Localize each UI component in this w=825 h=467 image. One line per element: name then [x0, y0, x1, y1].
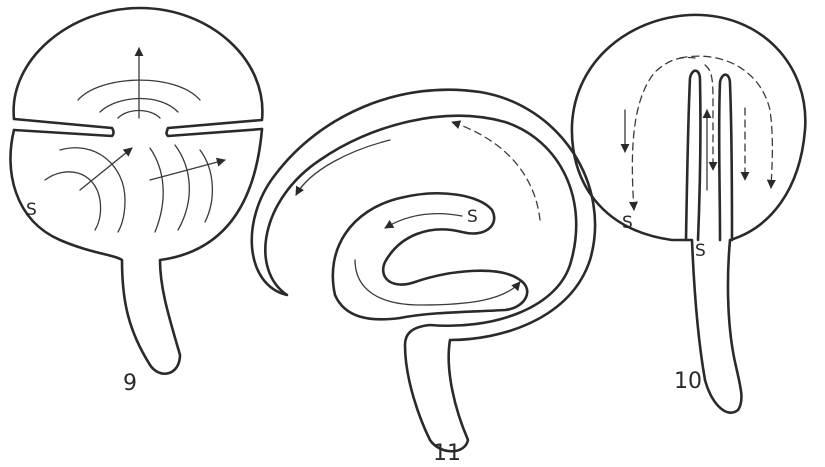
fig11-number: 11	[433, 441, 461, 466]
fig9-upper-lobe-left-edge	[14, 119, 114, 136]
figure-9: S 9	[10, 8, 262, 396]
figure-11: S 11	[252, 90, 595, 466]
fig11-arrow	[385, 214, 462, 228]
fig10-number: 10	[674, 369, 702, 394]
fig10-arrow	[705, 65, 713, 170]
fig9-arc	[175, 145, 189, 230]
fig9-arc	[60, 148, 125, 232]
fig11-arrow	[452, 122, 540, 220]
fig11-s-label: S	[467, 207, 478, 227]
fig9-arc	[200, 150, 212, 222]
fig9-upper-lobe	[14, 8, 263, 136]
fig11-arrow	[355, 260, 520, 305]
fig9-s-label: S	[26, 200, 37, 220]
fig10-slit-left	[686, 71, 700, 240]
fig9-number: 9	[123, 371, 137, 396]
fig10-body	[572, 15, 805, 413]
fig11-body	[252, 90, 595, 452]
fig10-slit-right	[719, 75, 732, 240]
fig10-s-label-left: S	[622, 213, 633, 233]
fig9-arrow	[80, 148, 132, 190]
fig11-inner-curl	[333, 193, 527, 319]
figure-10: S S 10	[572, 15, 805, 413]
fig9-arc	[150, 148, 163, 232]
fig10-arrow	[632, 58, 695, 210]
fig9-arrow	[150, 160, 225, 180]
fig10-s-label-stalk: S	[695, 241, 706, 261]
fig9-lower-body	[10, 129, 262, 374]
